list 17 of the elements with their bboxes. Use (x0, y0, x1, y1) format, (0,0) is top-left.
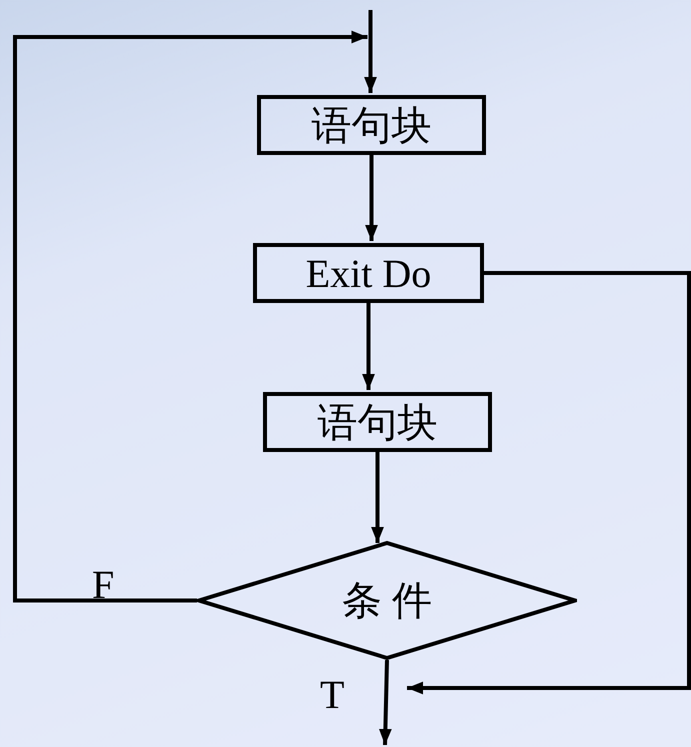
node-label: Exit Do (306, 250, 432, 296)
arrow (365, 155, 378, 241)
arrow (378, 660, 392, 746)
arrow (362, 303, 375, 390)
edge-label: T (320, 675, 344, 715)
arrow (364, 10, 377, 93)
process-box (253, 243, 484, 303)
process-box (257, 95, 486, 155)
node-label: 语句块 (312, 102, 432, 150)
arrow (13, 30, 368, 602)
process-box (263, 392, 492, 452)
edge-label: F (92, 565, 114, 605)
node-label: 条 件 (342, 577, 432, 625)
arrow (407, 271, 691, 694)
node-label: 语句块 (318, 398, 438, 446)
decision-diamond (197, 541, 577, 660)
arrow (371, 452, 384, 543)
